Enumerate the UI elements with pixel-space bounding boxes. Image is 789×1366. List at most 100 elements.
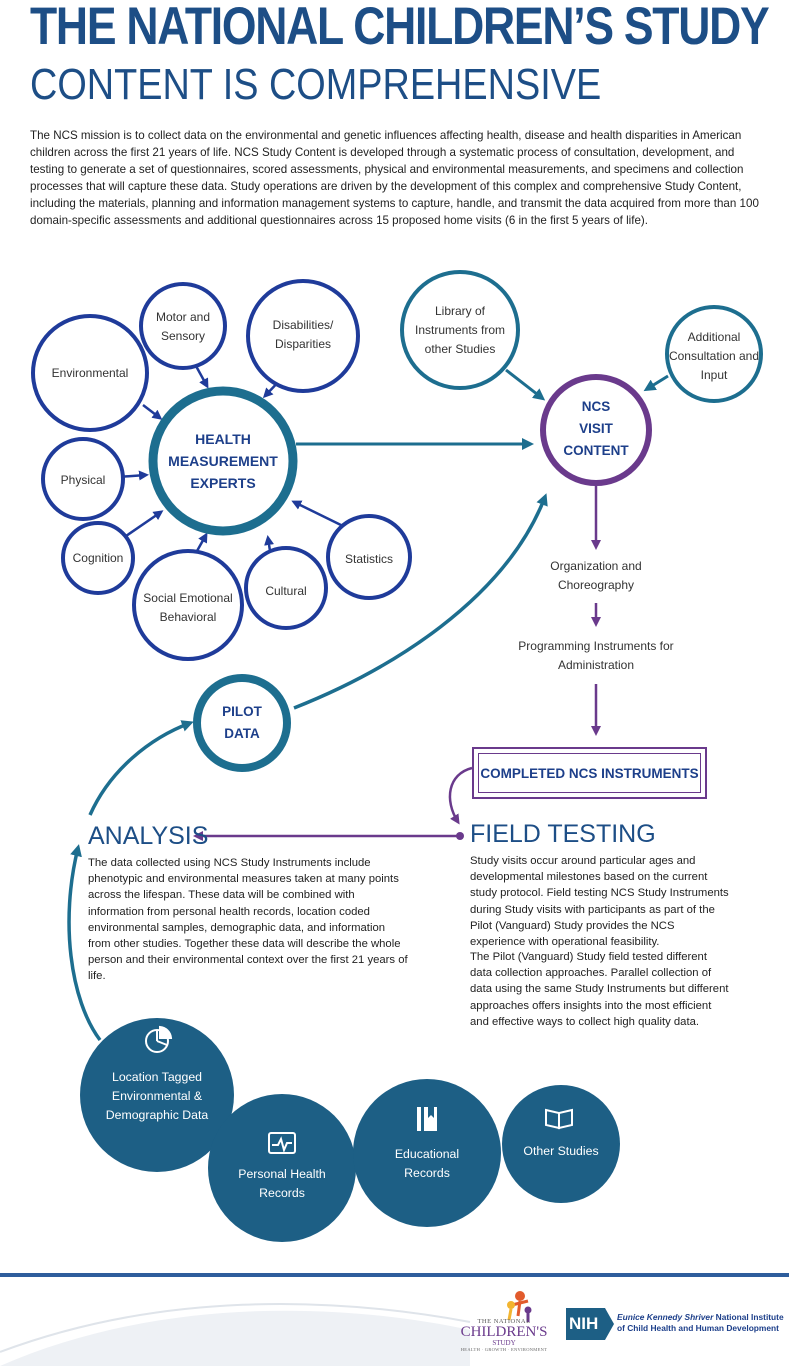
circle-library bbox=[400, 270, 520, 390]
arrow-cognition-to-hub bbox=[125, 510, 164, 538]
nih-line1-italic: Eunice Kennedy Shriver bbox=[617, 1312, 714, 1322]
org-line2: Choreography bbox=[557, 578, 635, 592]
label-motor-line1: Motor and bbox=[155, 310, 211, 324]
arrow-sources-to-analysis bbox=[67, 844, 102, 1042]
label-other-studies: Other Studies bbox=[523, 1143, 599, 1158]
analysis-paragraph: The data collected using NCS Study Instr… bbox=[88, 857, 408, 983]
field-testing-paragraph-1: Study visits occur around particular age… bbox=[470, 855, 729, 949]
hub-line1: HEALTH bbox=[195, 431, 251, 447]
label-disabilities-line1: Disabilities/ bbox=[272, 318, 334, 332]
field-testing-heading: FIELD TESTING bbox=[470, 820, 656, 848]
label-motor-sensory: Motor and Sensory bbox=[143, 307, 223, 347]
circle-educational bbox=[353, 1079, 501, 1227]
consult-line3: Input bbox=[700, 367, 728, 382]
circle-consultation bbox=[665, 305, 763, 403]
pilot-line2: DATA bbox=[224, 726, 260, 741]
ncs-logo: THE NATIONAL CHILDREN'S STUDY HEALTH · G… bbox=[456, 1318, 552, 1352]
page-subtitle: CONTENT IS COMPREHENSIVE bbox=[30, 60, 602, 109]
location-line2: Environmental & bbox=[111, 1088, 203, 1103]
ncs-logo-line1: THE NATIONAL bbox=[477, 1318, 531, 1325]
label-educational: Educational Records bbox=[372, 1143, 482, 1185]
label-library: Library of Instruments from other Studie… bbox=[410, 300, 510, 360]
arrow-statistics-to-hub bbox=[291, 500, 346, 529]
label-social-line1: Social Emotional bbox=[143, 591, 233, 605]
circle-other-studies bbox=[502, 1085, 620, 1203]
label-health-experts: HEALTH MEASUREMENT EXPERTS bbox=[163, 425, 283, 497]
hub-line3: EXPERTS bbox=[190, 475, 256, 491]
ncs-logo-line2: CHILDREN'S bbox=[460, 1324, 548, 1340]
pie-chart-icon bbox=[145, 1025, 173, 1053]
arrow-environmental-to-hub bbox=[142, 404, 163, 420]
label-physical: Physical bbox=[60, 472, 106, 487]
prog-line1: Programming Instruments for bbox=[518, 639, 674, 653]
ncs-logo-figures-icon bbox=[507, 1291, 532, 1322]
consult-line1: Additional bbox=[687, 329, 741, 344]
visit-line1: NCS bbox=[581, 399, 611, 414]
location-line3: Demographic Data bbox=[105, 1107, 209, 1122]
label-pilot-data: PILOT DATA bbox=[202, 698, 282, 748]
completed-instruments-box: COMPLETED NCS INSTRUMENTS bbox=[472, 747, 707, 799]
label-cultural: Cultural bbox=[265, 583, 307, 598]
circle-personal-health bbox=[208, 1094, 356, 1242]
intro-paragraph: The NCS mission is to collect data on th… bbox=[30, 129, 759, 227]
label-social-emotional: Social Emotional Behavioral bbox=[138, 588, 238, 628]
org-line1: Organization and bbox=[550, 559, 642, 573]
label-consultation: Additional Consultation and Input bbox=[664, 326, 764, 386]
arrow-social-to-hub bbox=[195, 532, 208, 552]
circle-cognition bbox=[61, 521, 135, 595]
circle-physical bbox=[41, 437, 125, 521]
ncs-logo-line3: STUDY bbox=[492, 1339, 516, 1347]
label-visit-content: NCS VISIT CONTENT bbox=[546, 399, 646, 458]
consult-line2: Consultation and bbox=[668, 348, 760, 363]
circle-location-tagged bbox=[80, 1018, 234, 1172]
circle-cultural bbox=[244, 546, 328, 630]
arrow-pilot-to-visit bbox=[293, 493, 548, 710]
visit-line2: VISIT CONTENT bbox=[563, 421, 629, 458]
circle-health-experts bbox=[148, 386, 298, 536]
circle-motor-sensory bbox=[139, 282, 227, 370]
nih-institute-name: Eunice Kennedy Shriver National Institut… bbox=[617, 1312, 787, 1334]
label-programming: Programming Instruments for Administrati… bbox=[500, 637, 692, 675]
label-disabilities: Disabilities/ Disparities bbox=[258, 315, 348, 355]
ncs-logo-tagline: HEALTH · GROWTH · ENVIRONMENT bbox=[460, 1347, 548, 1352]
health-line2: Records bbox=[259, 1186, 305, 1200]
label-social-line2: Behavioral bbox=[159, 610, 217, 624]
arrow-consult-to-visit bbox=[643, 374, 669, 392]
field-testing-dot bbox=[456, 832, 464, 840]
library-line1: Library of bbox=[434, 303, 486, 318]
library-line2: Instruments from bbox=[414, 322, 506, 337]
edu-line2: Records bbox=[404, 1166, 450, 1180]
circle-statistics bbox=[326, 514, 412, 600]
page-title: THE NATIONAL CHILDREN’S STUDY bbox=[30, 0, 770, 56]
circle-disabilities bbox=[246, 279, 360, 393]
nih-badge-text: NIH bbox=[569, 1314, 599, 1333]
arrow-library-to-visit bbox=[505, 368, 546, 401]
health-line1: Personal Health bbox=[238, 1167, 326, 1181]
prog-line2: Administration bbox=[557, 658, 635, 672]
open-book-icon bbox=[545, 1108, 573, 1130]
nih-line1: Eunice Kennedy Shriver National Institut… bbox=[617, 1312, 787, 1323]
arrow-analysis-to-pilot bbox=[88, 720, 194, 816]
nih-line1-rest: National Institute bbox=[713, 1312, 784, 1322]
circle-visit-content bbox=[540, 374, 652, 486]
pilot-line1: PILOT bbox=[222, 704, 262, 719]
library-line3: other Studies bbox=[424, 341, 496, 356]
circle-pilot-data bbox=[193, 674, 291, 772]
circle-environmental bbox=[31, 314, 149, 432]
book-icon bbox=[417, 1107, 437, 1131]
footer-swoosh bbox=[0, 1310, 470, 1366]
label-disabilities-line2: Disparities bbox=[274, 337, 331, 351]
label-motor-line2: Sensory bbox=[160, 329, 206, 343]
arrow-motor-to-hub bbox=[194, 365, 209, 389]
nih-line2: of Child Health and Human Development bbox=[617, 1323, 779, 1333]
hub-line2: MEASUREMENT bbox=[168, 453, 278, 469]
footer-divider bbox=[0, 1273, 789, 1277]
label-personal-health: Personal Health Records bbox=[222, 1163, 342, 1205]
label-cognition: Cognition bbox=[72, 550, 124, 565]
field-testing-paragraph-2: The Pilot (Vanguard) Study field tested … bbox=[470, 951, 729, 1028]
analysis-heading: ANALYSIS bbox=[88, 822, 209, 850]
arrow-cultural-to-hub bbox=[264, 535, 275, 552]
nih-logo-icon bbox=[566, 1308, 614, 1340]
label-organization: Organization and Choreography bbox=[520, 557, 672, 595]
